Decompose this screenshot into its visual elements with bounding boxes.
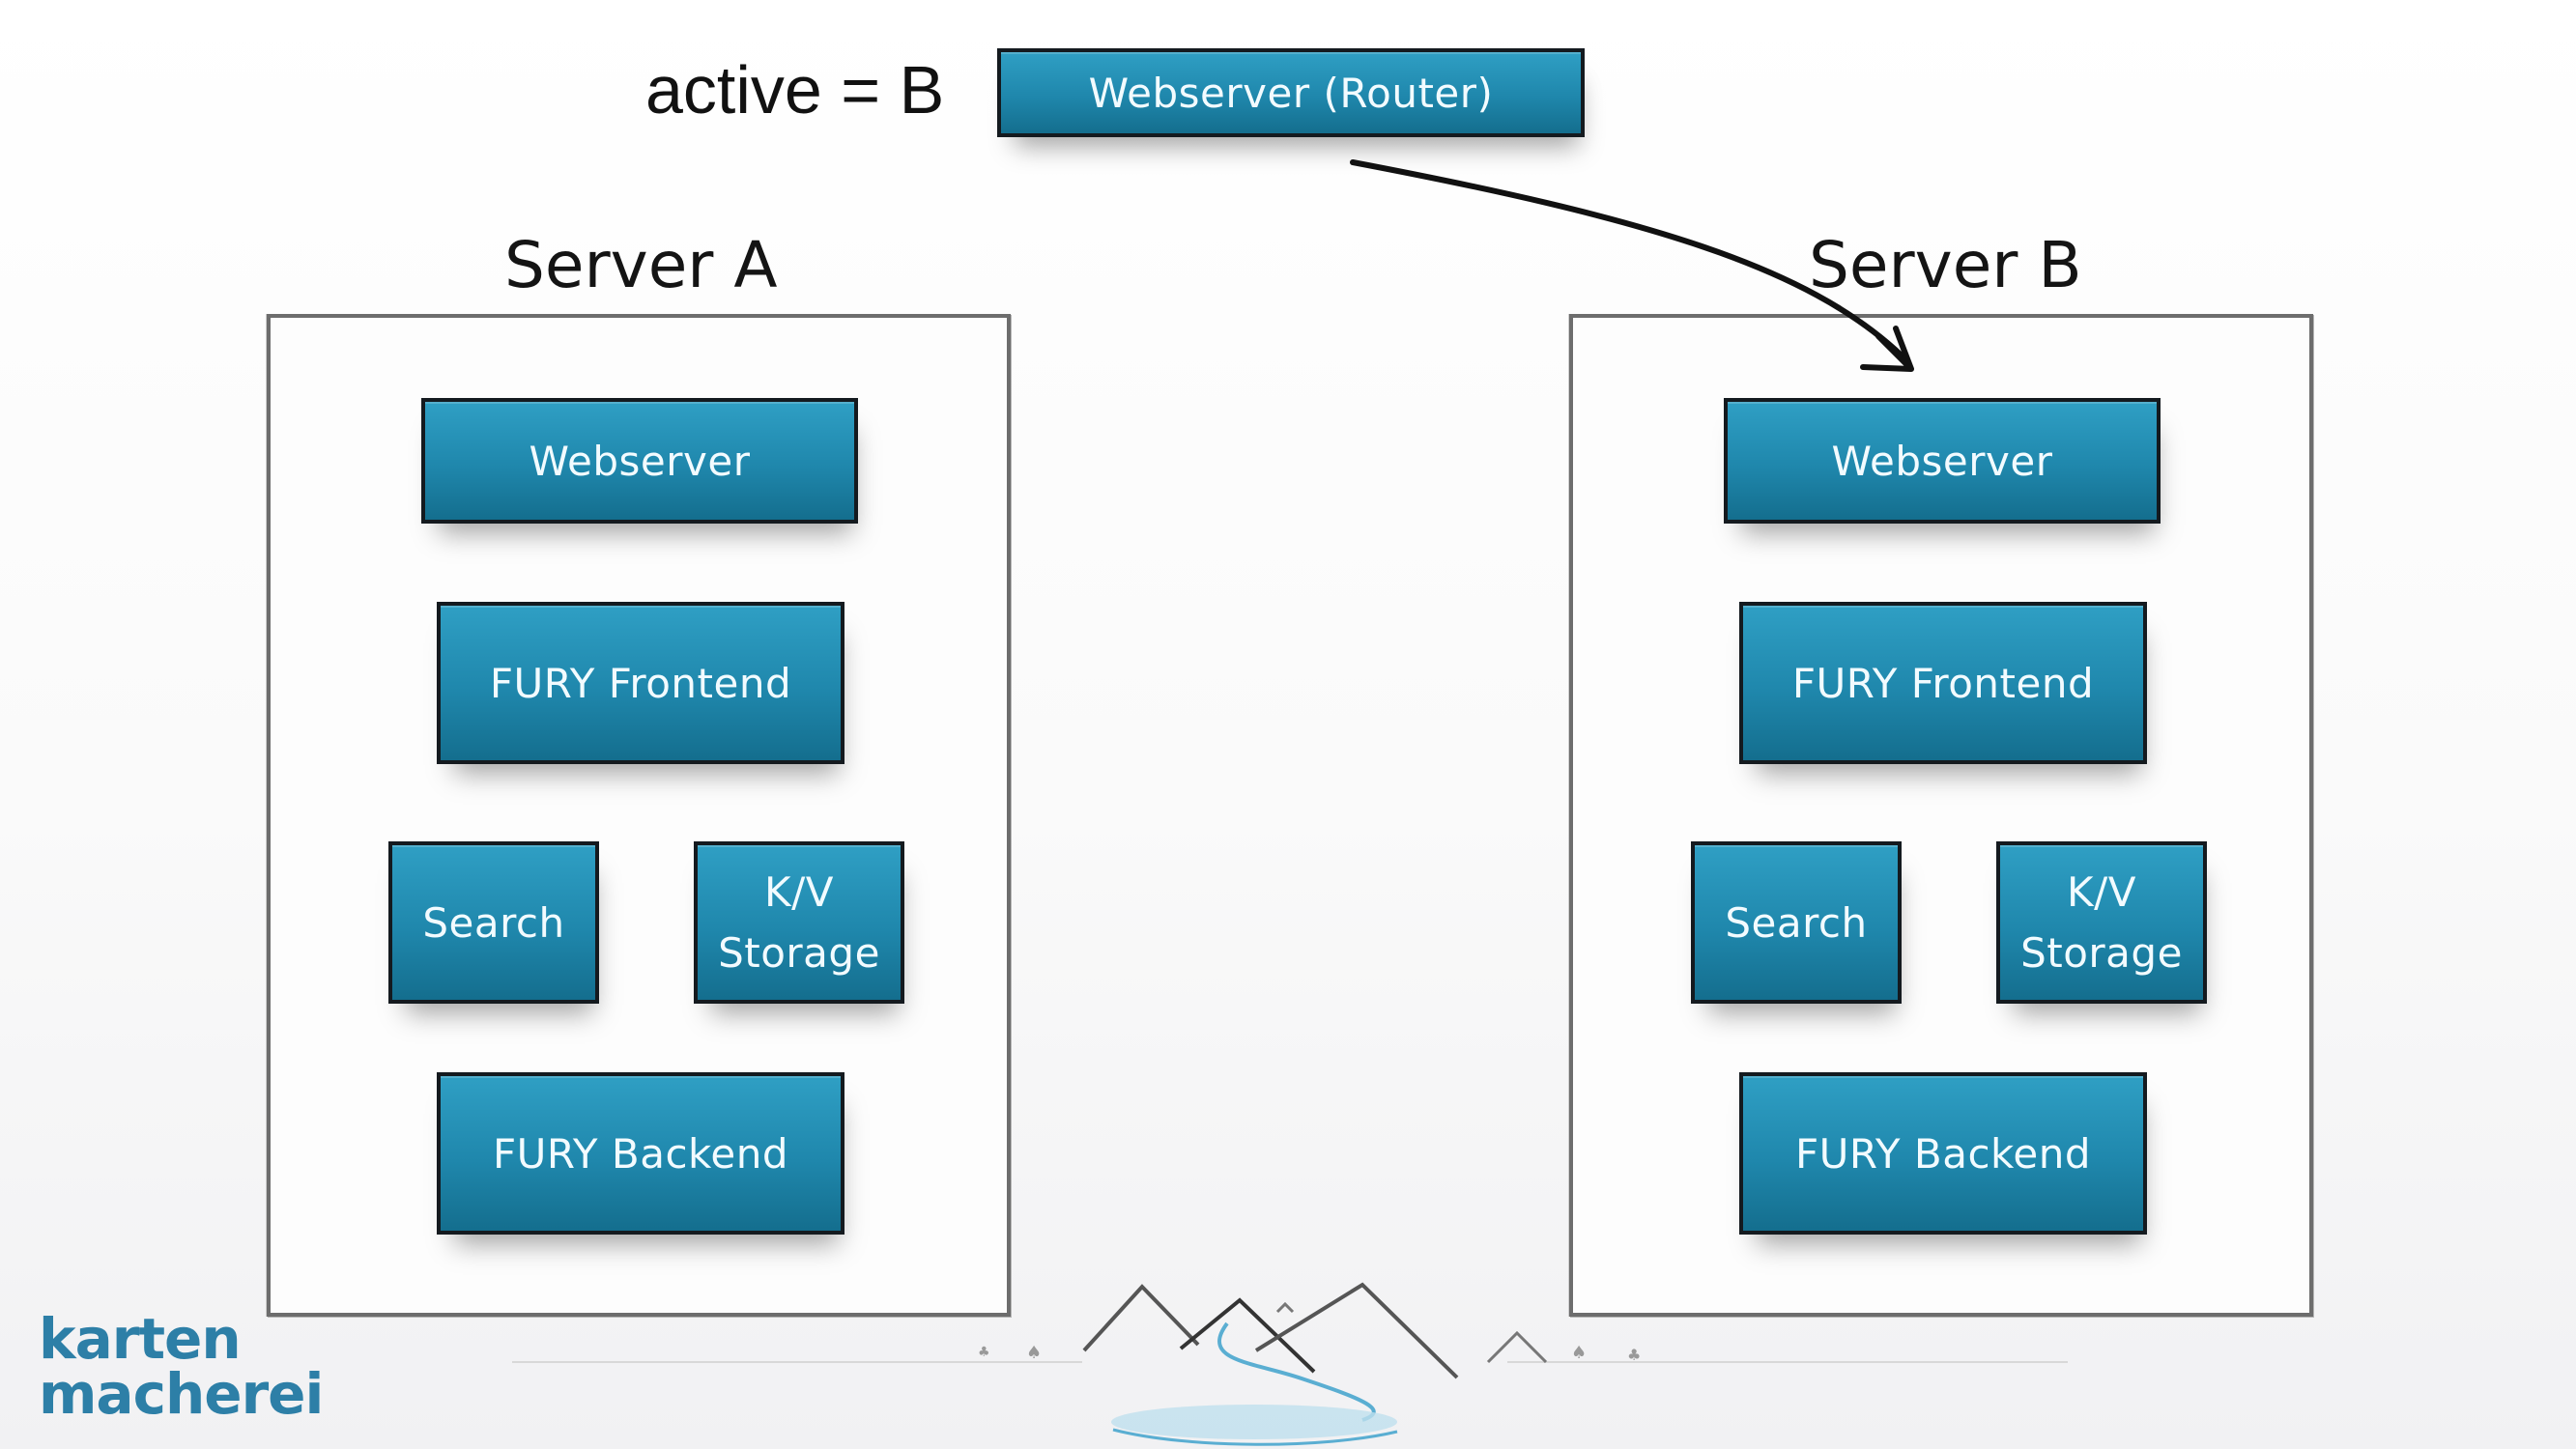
routing-arrowhead xyxy=(1860,326,1914,372)
server-b-backend-node: FURY Backend xyxy=(1739,1072,2147,1235)
server-b-kv-storage-label: K/V Storage xyxy=(2020,868,2183,977)
active-server-label: active = B xyxy=(645,52,945,128)
server-b-webserver-label: Webserver xyxy=(1831,437,2053,485)
logo-line-2: macherei xyxy=(39,1360,324,1427)
server-a-backend-node: FURY Backend xyxy=(437,1072,844,1235)
server-b-frontend-node: FURY Frontend xyxy=(1739,602,2147,764)
mountain-landscape-icon: ♣ ♠ ♠ ♣ xyxy=(512,1282,2068,1446)
server-a-webserver-node: Webserver xyxy=(421,398,858,524)
server-a-search-node: Search xyxy=(388,841,599,1004)
server-b-search-label: Search xyxy=(1725,898,1868,947)
server-a-webserver-label: Webserver xyxy=(529,437,751,485)
server-a-title: Server A xyxy=(504,228,778,302)
routing-arrow xyxy=(1350,159,1904,358)
server-b-webserver-node: Webserver xyxy=(1724,398,2161,524)
server-b-kv-storage-node: K/V Storage xyxy=(1996,841,2207,1004)
server-b-title: Server B xyxy=(1809,228,2082,302)
server-a-frontend-node: FURY Frontend xyxy=(437,602,844,764)
logo-line-1: karten xyxy=(39,1306,242,1372)
kartenmacherei-logo: karten macherei xyxy=(39,1306,324,1427)
server-a-backend-label: FURY Backend xyxy=(493,1129,788,1178)
server-a-search-label: Search xyxy=(422,898,565,947)
svg-text:♣: ♣ xyxy=(1627,1346,1641,1364)
router-webserver-label: Webserver (Router) xyxy=(1088,69,1494,117)
svg-text:♠: ♠ xyxy=(1026,1343,1042,1363)
svg-text:♠: ♠ xyxy=(1571,1343,1587,1363)
server-a-kv-storage-label: K/V Storage xyxy=(718,868,880,977)
server-b-backend-label: FURY Backend xyxy=(1795,1129,2091,1178)
server-a-frontend-label: FURY Frontend xyxy=(489,659,792,707)
router-webserver-node: Webserver (Router) xyxy=(997,48,1585,137)
svg-text:♣: ♣ xyxy=(978,1345,990,1360)
server-b-frontend-label: FURY Frontend xyxy=(1791,659,2095,707)
server-b-search-node: Search xyxy=(1691,841,1902,1004)
server-a-kv-storage-node: K/V Storage xyxy=(694,841,904,1004)
